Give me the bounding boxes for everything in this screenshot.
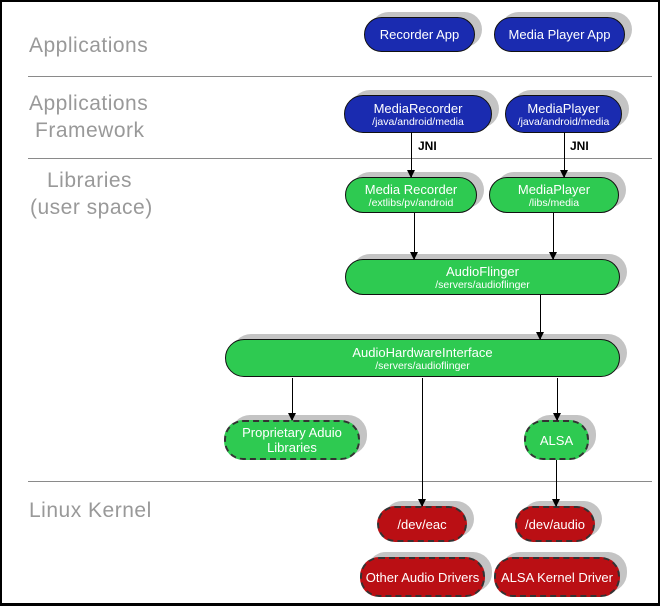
arrow-ahi-deveac-head — [418, 499, 426, 507]
arrow-jni-recorder-line — [411, 132, 412, 177]
arrow-ahi-deveac-line — [422, 378, 423, 506]
libraries-label-line1: Libraries — [47, 169, 133, 192]
arrow-jni-player-head — [560, 170, 568, 178]
node-sublabel: /servers/audioflinger — [435, 278, 530, 291]
node-label: MediaPlayer — [527, 100, 600, 116]
arrow-jni-recorder-head — [407, 170, 415, 178]
node-alsa-kernel-driver: ALSA Kernel Driver — [494, 557, 620, 597]
node-dev-audio: /dev/audio — [515, 506, 595, 542]
arrow-ahi-alsa-line — [557, 378, 558, 420]
node-sublabel: /java/android/media — [372, 115, 464, 128]
jni-label-left: JNI — [418, 139, 437, 153]
node-sublabel: /libs/media — [528, 196, 580, 209]
node-mediaplayer-lib: MediaPlayer /libs/media — [489, 177, 619, 213]
arrow-audioflinger-ahi-line — [540, 295, 541, 339]
section-label-libraries: Libraries (user space) — [30, 167, 153, 221]
framework-label-line1: Applications — [29, 92, 149, 115]
node-label: Proprietary Aduio Libraries — [242, 425, 342, 455]
node-label: MediaPlayer — [517, 181, 591, 197]
node-audiohardwareinterface: AudioHardwareInterface /servers/audiofli… — [225, 339, 620, 377]
arrow-recorderlib-audioflinger-head — [410, 252, 418, 260]
framework-label-line2: Framework — [35, 119, 145, 142]
arrow-ahi-proprietary-head — [288, 413, 296, 421]
arrow-alsa-devaudio-line — [556, 460, 557, 506]
node-mediaplayer-framework: MediaPlayer /java/android/media — [505, 95, 622, 133]
node-audioflinger: AudioFlinger /servers/audioflinger — [345, 259, 620, 295]
jni-label-right: JNI — [570, 139, 589, 153]
node-label: ALSA Kernel Driver — [501, 569, 613, 585]
arrow-audioflinger-ahi-head — [536, 332, 544, 340]
section-label-linux-kernel: Linux Kernel — [29, 499, 152, 522]
node-media-recorder-lib: Media Recorder /extlibs/pv/android — [345, 177, 477, 213]
node-mediarecorder-framework: MediaRecorder /java/android/media — [344, 95, 492, 133]
node-label: Other Audio Drivers — [365, 569, 480, 585]
arrow-playerlib-audioflinger-line — [553, 213, 554, 259]
libraries-label-line2: (user space) — [30, 196, 153, 219]
node-label: Media Player App — [508, 27, 611, 42]
node-other-audio-drivers: Other Audio Drivers — [360, 557, 485, 597]
node-sublabel: /servers/audioflinger — [375, 359, 470, 372]
node-label: /dev/eac — [397, 516, 447, 532]
node-label: MediaRecorder — [373, 100, 463, 116]
arrow-ahi-proprietary-line — [292, 378, 293, 420]
arrow-jni-player-line — [564, 132, 565, 177]
node-sublabel: /java/android/media — [517, 115, 610, 128]
divider-applications — [28, 76, 652, 77]
node-label: ALSA — [539, 432, 574, 448]
node-label: AudioHardwareInterface — [352, 344, 493, 360]
node-label: Media Recorder — [364, 181, 458, 197]
arrow-playerlib-audioflinger-head — [549, 252, 557, 260]
divider-framework — [28, 158, 652, 159]
node-sublabel: /extlibs/pv/android — [368, 196, 454, 209]
node-recorder-app: Recorder App — [364, 17, 475, 52]
divider-kernel — [28, 481, 652, 482]
node-proprietary-audio-libraries: Proprietary Aduio Libraries — [224, 420, 360, 460]
arrow-ahi-alsa-head — [553, 413, 561, 421]
node-label: AudioFlinger — [446, 263, 519, 279]
arrow-recorderlib-audioflinger-line — [414, 213, 415, 259]
node-alsa: ALSA — [524, 420, 589, 460]
node-dev-eac: /dev/eac — [377, 506, 467, 542]
section-label-applications: Applications — [29, 34, 149, 57]
node-media-player-app: Media Player App — [494, 17, 625, 52]
arrow-alsa-devaudio-head — [552, 499, 560, 507]
node-label: Recorder App — [379, 27, 460, 42]
node-label: /dev/audio — [525, 516, 585, 532]
